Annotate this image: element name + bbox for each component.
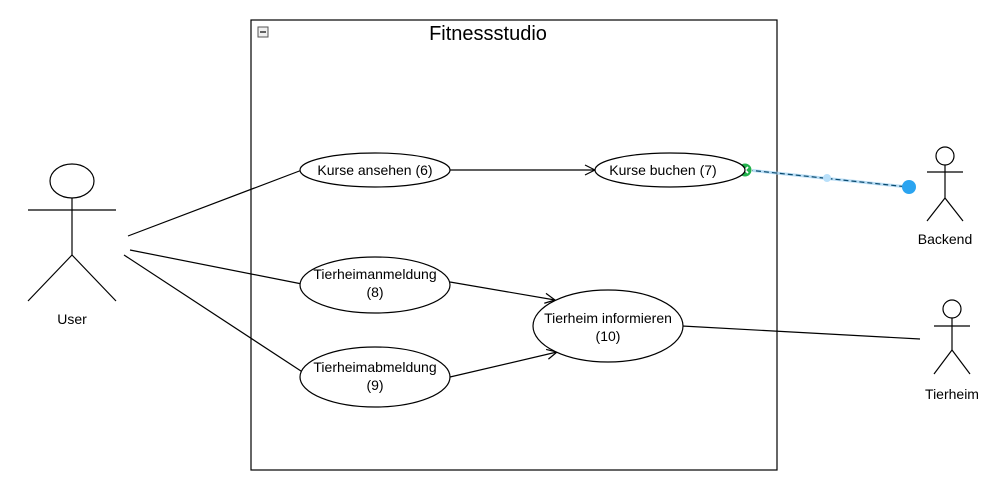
system-title: Fitnessstudio (429, 23, 547, 45)
actor-tierheim[interactable] (933, 299, 971, 375)
usecase-number: (8) (366, 284, 383, 300)
arrow-tierheimanmeldung-to-informieren[interactable] (449, 281, 555, 300)
association-user-tierheimabmeldung[interactable] (123, 254, 305, 374)
connector-midpoint-handle[interactable] (823, 174, 831, 182)
usecase-tierheimabmeldung[interactable]: Tierheimabmeldung (9) (299, 346, 451, 408)
usecase-label: Kurse buchen (7) (609, 162, 716, 178)
usecase-label: Tierheimanmeldung (313, 266, 436, 282)
association-user-tierheimanmeldung[interactable] (129, 249, 303, 285)
actor-backend-icon (935, 146, 955, 166)
actor-user-icon (49, 163, 95, 199)
arrow-tierheimabmeldung-to-informieren[interactable] (449, 352, 557, 378)
actor-user-label: User (57, 311, 87, 327)
selected-connector-backend[interactable] (737, 162, 916, 194)
actor-backend-label: Backend (918, 231, 972, 247)
usecase-label: Kurse ansehen (6) (317, 162, 432, 178)
usecase-label: Tierheim informieren (544, 310, 672, 326)
system-boundary[interactable]: Fitnessstudio (250, 19, 778, 471)
connector-end-handle[interactable] (902, 180, 916, 194)
usecase-kurse-buchen[interactable]: Kurse buchen (7) (594, 152, 746, 188)
collapse-minus-icon[interactable] (257, 26, 269, 38)
usecase-tierheimanmeldung[interactable]: Tierheimanmeldung (8) (299, 256, 451, 314)
actor-tierheim-icon (942, 299, 962, 319)
actor-user[interactable] (27, 163, 117, 302)
actor-backend[interactable] (926, 146, 964, 222)
association-user-kurse-ansehen[interactable] (127, 169, 303, 237)
usecase-label: Tierheimabmeldung (313, 359, 436, 375)
actor-tierheim-label: Tierheim (925, 386, 979, 402)
usecase-number: (10) (596, 328, 621, 344)
usecase-kurse-ansehen[interactable]: Kurse ansehen (6) (299, 152, 451, 188)
association-informieren-tierheim[interactable] (681, 325, 921, 340)
usecase-tierheim-informieren[interactable]: Tierheim informieren (10) (532, 289, 684, 363)
usecase-number: (9) (366, 377, 383, 393)
